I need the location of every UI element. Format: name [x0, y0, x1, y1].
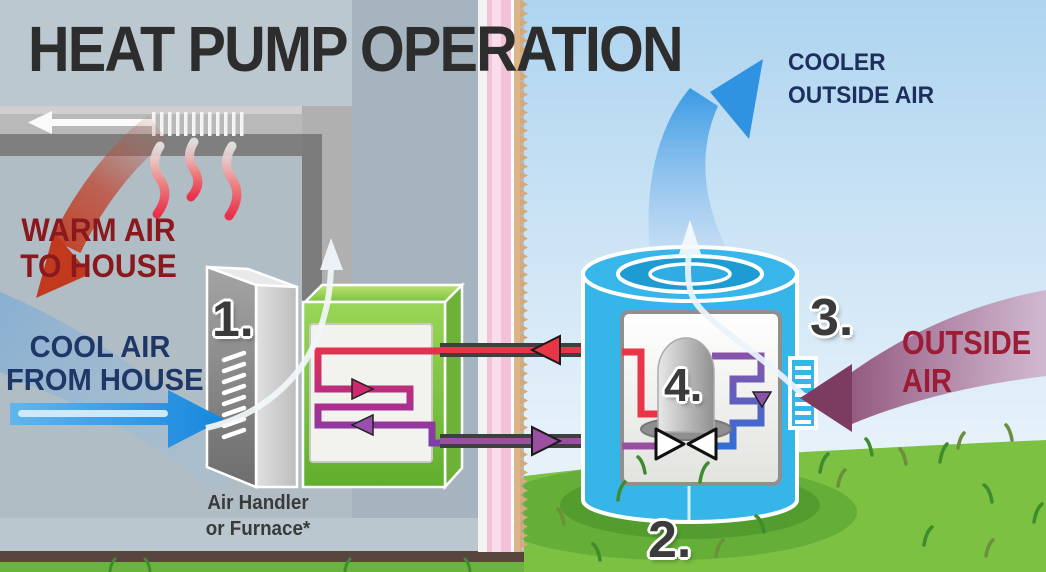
duct-flow-arrow [28, 111, 152, 134]
refrigerant-line-hot [440, 334, 590, 366]
grass-blades [108, 423, 1044, 572]
expansion-valve [654, 427, 718, 461]
step-2-outdoor-unit: 2. [648, 511, 692, 569]
return-line-flow-arrow [531, 425, 563, 457]
indoor-coil [314, 347, 445, 447]
airflow-arrow-indoor [205, 238, 343, 431]
warm-air-label: WARM AIR TO HOUSE [12, 212, 186, 284]
heat-squiggles [150, 137, 242, 221]
air-handler-caption-line1: Air Handler [207, 492, 309, 514]
wall-siding [514, 0, 521, 552]
supply-duct [0, 106, 352, 304]
outside-air-arrow [800, 290, 1046, 432]
return-air-swoosh [0, 292, 252, 490]
coil-flow-right-arrow [351, 377, 375, 401]
outdoor-coil-flow-arrow [751, 391, 773, 409]
hot-line-flow-arrow [529, 334, 561, 366]
front-grass-strip [0, 562, 524, 572]
outside-air-line1: OUTSIDE [902, 324, 1032, 361]
step-1-air-handler: 1. [212, 291, 254, 347]
step-3-outdoor-intake: 3. [810, 289, 854, 347]
cool-air-label: COOL AIR FROM HOUSE [6, 329, 204, 397]
cool-air-line2: FROM HOUSE [6, 362, 204, 397]
house-wall-section [478, 0, 528, 552]
floor [0, 518, 524, 552]
diagram-title: HEAT PUMP OPERATION [28, 13, 684, 85]
warm-air-line2: TO HOUSE [20, 248, 177, 284]
hot-pipe-internal [622, 348, 658, 418]
outside-air-line2: AIR [902, 362, 953, 399]
air-handler-louvers [221, 350, 247, 440]
warm-air-arrow [36, 115, 168, 298]
indoor-coil-panel [309, 323, 433, 463]
air-handler-caption: Air Handler or Furnace* [173, 490, 342, 542]
air-handler-caption-line2: or Furnace* [205, 518, 311, 540]
cooler-outside-line1: COOLER [788, 49, 886, 76]
cool-air-arrow [10, 390, 224, 448]
refrigerant-line-return [440, 425, 590, 457]
cooler-outside-air-label: COOLER OUTSIDE AIR [788, 46, 934, 112]
step-4-compressor: 4. [664, 359, 703, 411]
cooler-air-arrow [648, 59, 763, 252]
outdoor-coil [712, 352, 773, 450]
coil-flow-left-arrow [350, 413, 374, 437]
airflow-arrow-outdoor [679, 220, 807, 399]
foundation [0, 551, 524, 564]
outside-air-label: OUTSIDE AIR [902, 324, 1031, 400]
cooler-outside-line2: OUTSIDE AIR [788, 82, 935, 109]
cool-air-line1: COOL AIR [29, 329, 171, 364]
warm-air-line1: WARM AIR [21, 212, 176, 248]
